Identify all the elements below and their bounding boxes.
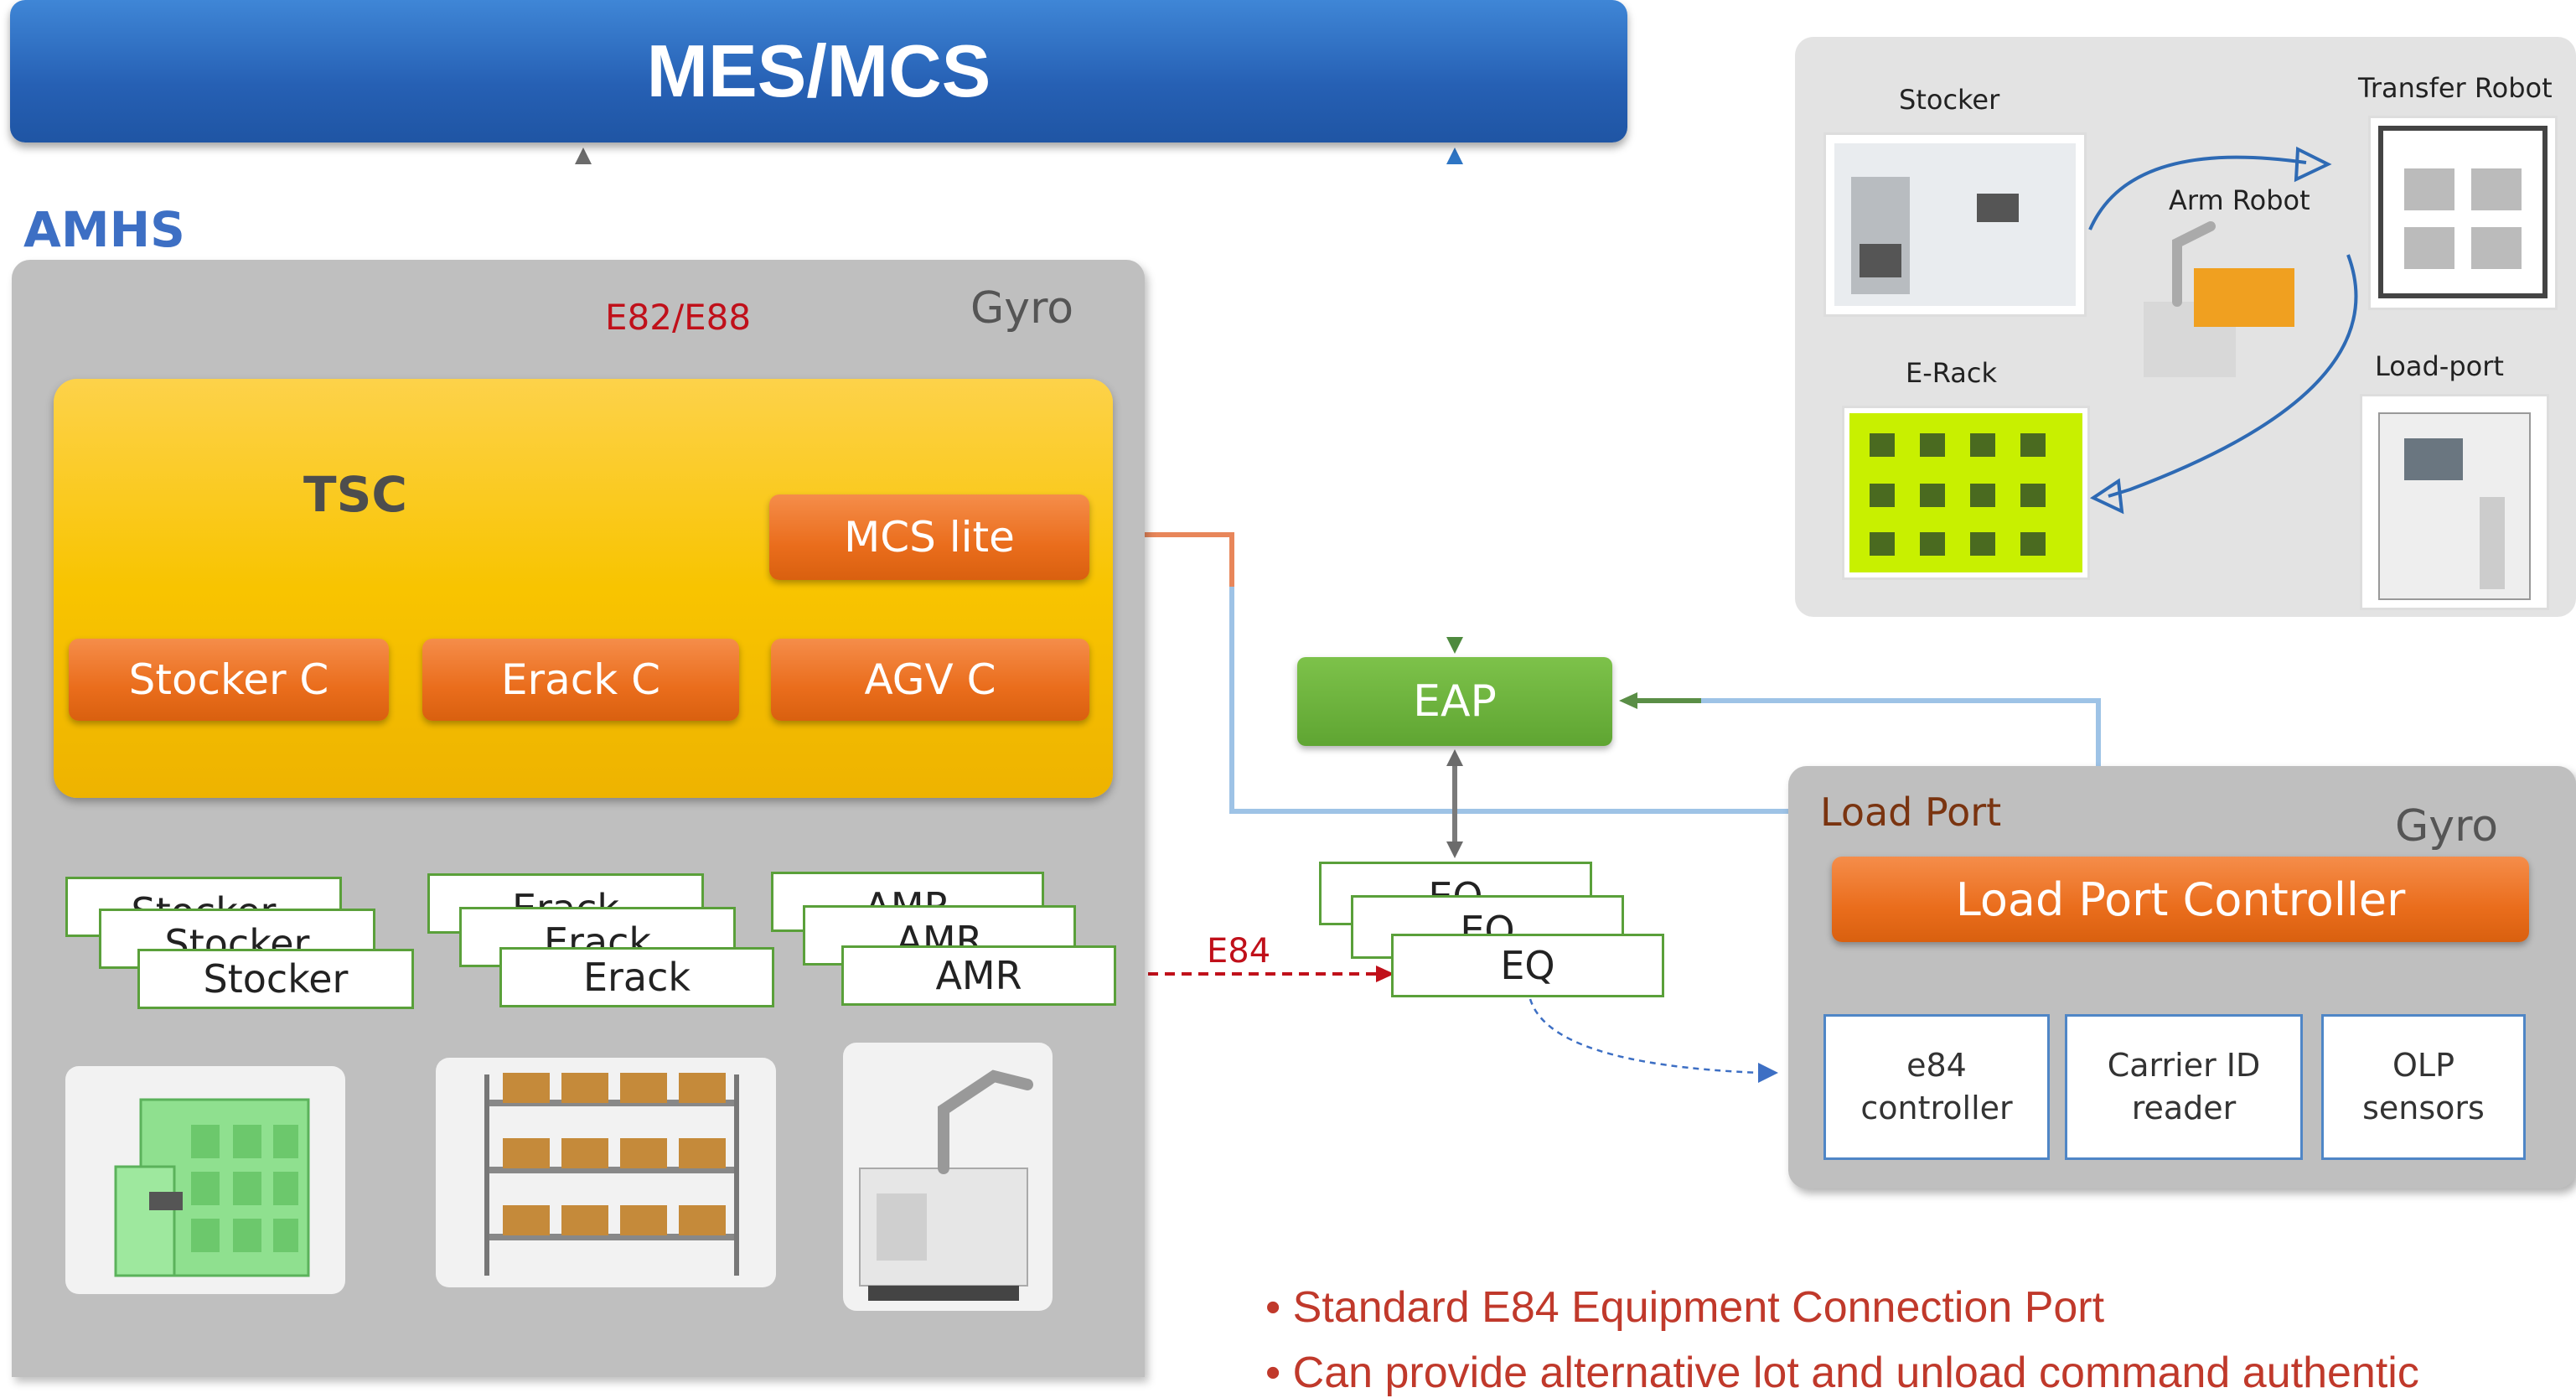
e82-e88-protocol-label: E82/E88 [605, 297, 752, 338]
load-port-controller-box: Load Port Controller [1832, 857, 2529, 942]
transfer-to-erack-arrow [2108, 254, 2358, 498]
amr-device-label: AMR [935, 953, 1022, 998]
stocker-device-label: Stocker [203, 956, 349, 1002]
workflow-arrows [2088, 146, 2358, 515]
erack-controller-box: Erack C [422, 639, 739, 721]
erack-photo-label: E-Rack [1906, 357, 1998, 389]
eq-label: EQ [1500, 943, 1555, 988]
olp-sensors-line2: sensors [2362, 1090, 2485, 1126]
load-port-photo [2360, 394, 2549, 610]
mes-mcs-banner: MES/MCS [10, 0, 1627, 142]
mes-mcs-title: MES/MCS [646, 29, 991, 112]
stocker-photo-label: Stocker [1899, 84, 2000, 116]
carrier-id-line2: reader [2131, 1090, 2237, 1126]
erack-controller-label: Erack C [500, 655, 661, 704]
erack-device-label: Erack [582, 955, 691, 1000]
erack-image [436, 1058, 776, 1287]
tsc-label: TSC [303, 466, 407, 523]
olp-sensors-line1: OLP [2392, 1046, 2454, 1084]
olp-sensors-box: OLP sensors [2321, 1014, 2526, 1160]
bullet-text: Standard E84 Equipment Connection Port [1292, 1283, 2105, 1332]
stocker-controller-box: Stocker C [69, 639, 389, 721]
e84-controller-box: e84 controller [1823, 1014, 2050, 1160]
amhs-gyro-label: Gyro [970, 283, 1074, 334]
arm-robot-illustration [2144, 221, 2294, 377]
mcs-lite-label: MCS lite [844, 513, 1015, 562]
amr-illustration [859, 1069, 1033, 1301]
carrier-id-reader-box: Carrier ID reader [2065, 1014, 2303, 1160]
tsc-box [54, 379, 1113, 798]
transfer-robot-photo [2368, 116, 2558, 310]
stocker-device: Stocker [137, 949, 414, 1009]
stocker-photo-illustration [1834, 143, 2076, 306]
eq-device: EQ [1391, 934, 1664, 997]
e84-protocol-label: E84 [1207, 932, 1271, 971]
load-port-gyro-label: Gyro [2395, 801, 2499, 852]
load-port-photo-label: Load-port [2375, 350, 2504, 382]
erack-photo-illustration [1849, 413, 2082, 572]
agv-controller-box: AGV C [771, 639, 1089, 721]
load-port-illustration [2378, 412, 2531, 600]
erack-illustration [484, 1073, 739, 1276]
bullet-item: • Standard E84 Equipment Connection Port [1265, 1283, 2105, 1332]
e84-controller-line2: controller [1860, 1090, 2013, 1126]
amr-image [843, 1043, 1053, 1311]
stocker-photo [1823, 132, 2087, 317]
eq-loadport-curve [1529, 998, 1761, 1074]
eap-label: EAP [1413, 676, 1497, 727]
amr-device: AMR [841, 945, 1116, 1006]
agv-controller-label: AGV C [864, 655, 996, 704]
arm-robot-photo-label: Arm Robot [2169, 184, 2310, 216]
arm-robot-photo [2127, 218, 2308, 386]
stocker-image [65, 1066, 345, 1294]
erack-device: Erack [499, 947, 774, 1007]
transfer-robot-illustration [2378, 126, 2548, 298]
erack-photo [1842, 406, 2090, 580]
eap-box: EAP [1297, 657, 1612, 746]
amhs-label: AMHS [23, 201, 185, 258]
stocker-illustration [114, 1098, 310, 1277]
load-port-label: Load Port [1820, 790, 2002, 835]
bullet-item: • Can provide alternative lot and unload… [1265, 1349, 2419, 1397]
carrier-id-line1: Carrier ID [2107, 1046, 2261, 1084]
e84-controller-line1: e84 [1906, 1046, 1967, 1084]
stocker-controller-label: Stocker C [128, 655, 329, 704]
mcs-lite-box: MCS lite [769, 494, 1089, 580]
load-port-controller-label: Load Port Controller [1955, 872, 2406, 926]
bullet-text: Can provide alternative lot and unload c… [1292, 1349, 2419, 1397]
loadport-eap-connector [1629, 698, 2101, 766]
stocker-to-transfer-arrow [2088, 155, 2307, 230]
transfer-robot-photo-label: Transfer Robot [2358, 72, 2553, 104]
